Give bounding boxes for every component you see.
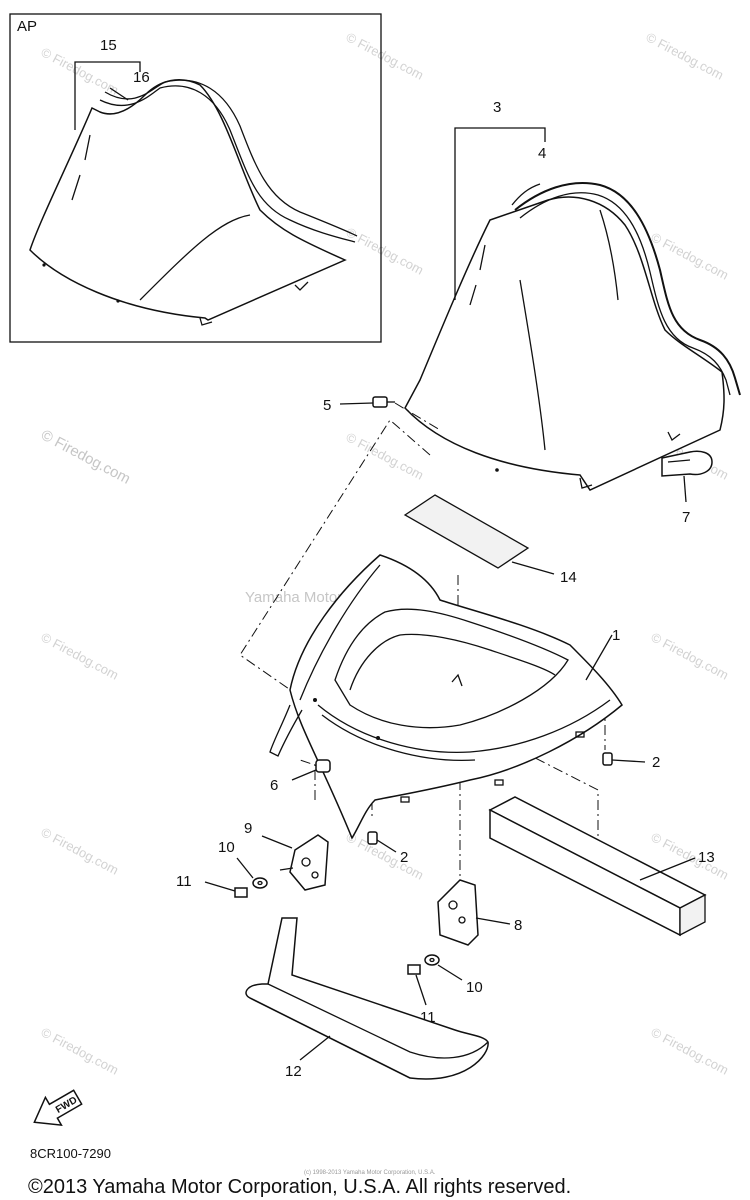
- leader-9: [261, 835, 293, 849]
- leader-10: [236, 857, 254, 879]
- fwd-arrow: FWD: [33, 1089, 83, 1126]
- callout-9: 9: [244, 820, 252, 837]
- watermark: © Firedog.com: [344, 829, 426, 882]
- bracket-9: 9: [244, 820, 329, 891]
- inset-edge-detail: [71, 134, 91, 201]
- callout-2: 2: [652, 754, 660, 771]
- callout-10: 10: [218, 839, 235, 856]
- diagram-code: 8CR100-7290: [30, 1146, 111, 1161]
- watermark: © Firedog.com: [644, 29, 726, 82]
- leader-11: [415, 974, 427, 1006]
- leader-8: [475, 917, 511, 925]
- callout-1: 1: [612, 627, 620, 644]
- assembly-guide-line: [299, 759, 316, 800]
- leader-1: [585, 634, 613, 681]
- watermark: © Firedog.com: [38, 427, 133, 488]
- windshield-trim-end: [511, 183, 541, 206]
- hardware-left: 10 11: [176, 839, 268, 898]
- leader-11: [204, 881, 236, 892]
- callout-5: 5: [323, 397, 331, 414]
- callout-11: 11: [176, 873, 192, 890]
- clip-body: [661, 450, 713, 477]
- screw-head: [372, 396, 388, 408]
- callout-7: 7: [682, 509, 690, 526]
- assembly-guide-line: [239, 419, 431, 701]
- watermark: © Firedog.com: [39, 629, 121, 682]
- windshield-highlight: [599, 209, 619, 301]
- leader-10: [437, 964, 463, 981]
- cowling-opening: [334, 608, 569, 729]
- pad: [403, 494, 530, 569]
- inset-trim-end: [109, 87, 129, 101]
- screw-2-right: 2: [602, 752, 660, 771]
- callout-13: 13: [698, 849, 715, 866]
- callout-12: 12: [285, 1063, 302, 1080]
- cowling-bracket: [269, 704, 303, 757]
- leader-3: [454, 127, 546, 300]
- screw-2-left: 2: [367, 831, 408, 866]
- hardware-right: 10 11: [407, 954, 483, 1026]
- inset-trim-strip: [99, 85, 356, 243]
- watermark: © Firedog.com: [649, 629, 731, 682]
- windshield-hole: [495, 468, 499, 472]
- callout-16: 16: [133, 69, 150, 86]
- inset-ap: AP 15 16: [9, 13, 382, 343]
- screw-5: 5: [323, 396, 441, 431]
- leader-2: [611, 759, 646, 763]
- inset-windshield: [29, 79, 347, 321]
- nut: [234, 887, 248, 898]
- windshield-assembly: 3 4: [404, 99, 741, 491]
- watermark: © Firedog.com: [39, 824, 121, 877]
- leader-13: [639, 857, 696, 881]
- leader-14: [511, 561, 555, 575]
- leader-2: [376, 839, 397, 853]
- nut: [407, 964, 421, 975]
- callout-15: 15: [100, 37, 117, 54]
- clip-7: 7: [661, 450, 713, 526]
- pad-14: 14: [403, 494, 577, 586]
- inset-tabs: [199, 281, 309, 326]
- inset-crease: [139, 214, 251, 301]
- windshield-trim-inner: [519, 192, 731, 396]
- inset-frame: [9, 13, 382, 343]
- tiny-print: (c) 1998-2013 Yamaha Motor Corporation, …: [304, 1170, 436, 1176]
- washer: [424, 954, 440, 966]
- watermark: © Firedog.com: [344, 29, 426, 82]
- cowling-1: 1: [269, 554, 623, 840]
- washer: [252, 877, 268, 889]
- callout-8: 8: [514, 917, 522, 934]
- bracket-8: 8: [437, 879, 522, 946]
- windshield-crease: [519, 279, 546, 451]
- callout-4: 4: [538, 145, 546, 162]
- watermark: © Firedog.com: [344, 224, 426, 277]
- leader-6: [291, 769, 317, 781]
- leader-7: [683, 475, 687, 503]
- watermark: © Firedog.com: [649, 1024, 731, 1077]
- fwd-arrow-icon: [33, 1089, 83, 1126]
- inset-label: AP: [17, 18, 37, 35]
- inset-hole: [42, 263, 46, 267]
- watermark: © Firedog.com: [39, 1024, 121, 1077]
- cowling: [289, 554, 623, 840]
- grommet-6: 6: [270, 759, 331, 794]
- watermark: © Firedog.com: [344, 429, 426, 482]
- callout-10: 10: [466, 979, 483, 996]
- windshield-tabs: [579, 431, 681, 489]
- windshield-edge-detail: [469, 244, 486, 306]
- centerline-5: [394, 402, 441, 431]
- callout-2: 2: [400, 849, 408, 866]
- callout-6: 6: [270, 777, 278, 794]
- foam-block-13: 13: [488, 796, 715, 937]
- leader-15: [74, 61, 141, 130]
- inset-trim-strip-edge: [104, 79, 358, 237]
- inset-hole: [116, 299, 120, 303]
- callout-14: 14: [560, 569, 577, 586]
- foam-trim-12: 12: [245, 917, 489, 1080]
- copyright: ©2013 Yamaha Motor Corporation, U.S.A. A…: [28, 1176, 571, 1198]
- leader-5: [339, 402, 374, 405]
- leader-12: [299, 1035, 331, 1061]
- callout-3: 3: [493, 99, 501, 116]
- windshield-trim: [514, 181, 741, 396]
